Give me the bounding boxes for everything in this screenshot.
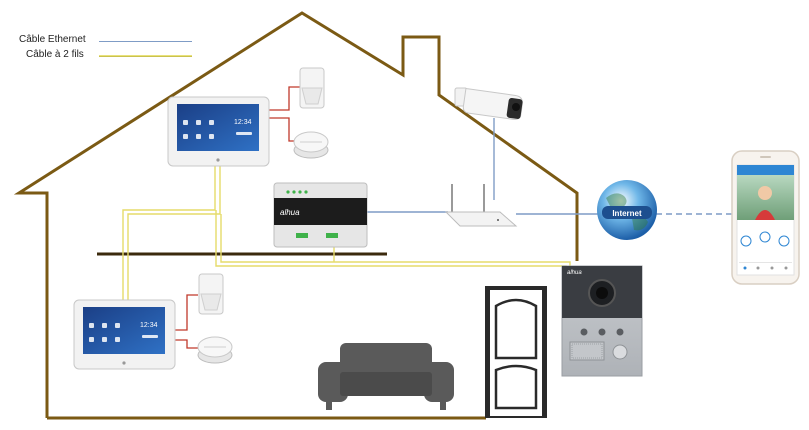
door [485, 286, 547, 418]
legend-two-wire-label: Câble à 2 fils [26, 48, 84, 60]
house-outline [13, 11, 579, 420]
internet-globe: Internet [597, 180, 657, 240]
monitor-time: 12:34 [140, 322, 158, 329]
indoor-monitor-top: 12:34 [167, 96, 270, 167]
sofa [318, 343, 454, 410]
legend-ethernet-line [99, 41, 192, 42]
ethernet-cables [367, 118, 598, 215]
motion-sensor-top [299, 67, 325, 109]
indoor-monitor-bottom: 12:34 [73, 299, 176, 370]
wifi-router [444, 184, 518, 227]
monitor-time: 12:34 [234, 119, 252, 126]
legend-ethernet-label: Câble Ethernet [19, 33, 86, 45]
smoke-detector-bottom [197, 336, 233, 364]
doorbell-brand: alhua [567, 270, 582, 276]
screen-icons [89, 323, 158, 342]
smartphone [731, 150, 800, 285]
switch-brand: alhua [280, 208, 300, 217]
switch-box: alhua [273, 182, 368, 248]
outdoor-doorbell: alhua [561, 265, 643, 377]
legend: Câble Ethernet Câble à 2 fils [10, 32, 200, 72]
globe-label: Internet [612, 209, 642, 218]
smoke-detector-top [293, 131, 329, 159]
legend-two-wire-line [99, 55, 192, 57]
motion-sensor-bottom [198, 273, 224, 315]
ip-camera [454, 87, 523, 120]
screen-icons [183, 120, 252, 139]
